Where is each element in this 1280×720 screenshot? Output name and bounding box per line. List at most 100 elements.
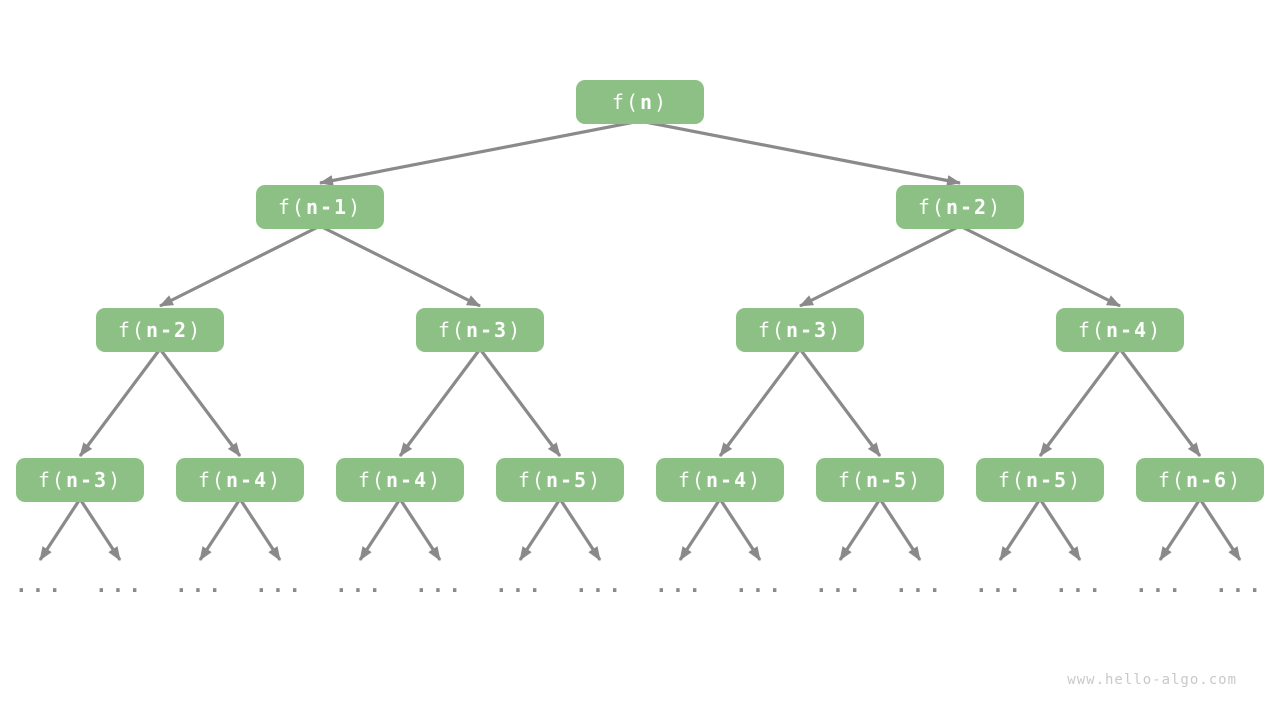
label-arg: n-3 — [65, 468, 109, 492]
label-post: ) — [988, 195, 1003, 219]
label-pre: f( — [517, 468, 546, 492]
edge-arrow — [478, 348, 562, 457]
ellipsis: ... — [975, 573, 1025, 597]
label-arg: n-3 — [465, 318, 509, 342]
label-pre: f( — [837, 468, 866, 492]
edge-arrow — [518, 498, 562, 561]
label-post: ) — [748, 468, 763, 492]
tree-node: f(n-6) — [1136, 458, 1264, 502]
ellipsis: ... — [95, 573, 145, 597]
edge-arrow — [798, 348, 882, 457]
label-post: ) — [108, 468, 123, 492]
label-post: ) — [828, 318, 843, 342]
label-pre: f( — [917, 195, 946, 219]
tree-node: f(n-5) — [496, 458, 624, 502]
label-arg: n-4 — [225, 468, 269, 492]
edge-arrow — [1038, 348, 1122, 457]
ellipsis: ... — [575, 573, 625, 597]
label-arg: n-3 — [785, 318, 829, 342]
tree-node: f(n) — [576, 80, 704, 124]
ellipsis: ... — [815, 573, 865, 597]
label-post: ) — [1228, 468, 1243, 492]
edge-arrow — [398, 498, 442, 561]
edge-arrow — [238, 498, 282, 561]
edge-arrow — [159, 224, 321, 308]
label-arg: n-4 — [385, 468, 429, 492]
label-post: ) — [188, 318, 203, 342]
label-pre: f( — [677, 468, 706, 492]
ellipsis: ... — [15, 573, 65, 597]
ellipsis: ... — [735, 573, 785, 597]
label-post: ) — [1068, 468, 1083, 492]
edge-arrow — [959, 224, 1121, 308]
edge-arrow — [998, 498, 1042, 561]
edge-arrow — [158, 348, 242, 457]
label-arg: n-2 — [945, 195, 989, 219]
edge-arrow — [38, 498, 82, 561]
edge-arrow — [1198, 498, 1242, 561]
tree-node: f(n-2) — [96, 308, 224, 352]
tree-node: f(n-5) — [976, 458, 1104, 502]
label-arg: n-5 — [865, 468, 909, 492]
label-arg: n-2 — [145, 318, 189, 342]
ellipsis: ... — [1135, 573, 1185, 597]
label-post: ) — [508, 318, 523, 342]
ellipsis: ... — [335, 573, 385, 597]
label-arg: n-5 — [545, 468, 589, 492]
label-pre: f( — [117, 318, 146, 342]
ellipsis: ... — [895, 573, 945, 597]
tree-node: f(n-3) — [736, 308, 864, 352]
edge-arrow — [78, 348, 162, 457]
label-pre: f( — [357, 468, 386, 492]
edge-arrow — [78, 498, 122, 561]
ellipsis: ... — [655, 573, 705, 597]
label-arg: n-4 — [1105, 318, 1149, 342]
edge-arrow — [1118, 348, 1202, 457]
edge-arrow — [319, 119, 641, 186]
label-post: ) — [1148, 318, 1163, 342]
label-post: ) — [348, 195, 363, 219]
label-post: ) — [588, 468, 603, 492]
edge-arrow — [1038, 498, 1082, 561]
edge-arrow — [838, 498, 882, 561]
ellipsis: ... — [1055, 573, 1105, 597]
edge-arrow — [878, 498, 922, 561]
edge-arrow — [718, 348, 802, 457]
label-arg: n-6 — [1185, 468, 1229, 492]
label-arg: n-4 — [705, 468, 749, 492]
label-arg: n-1 — [305, 195, 349, 219]
label-pre: f( — [997, 468, 1026, 492]
label-post: ) — [428, 468, 443, 492]
tree-node: f(n-4) — [656, 458, 784, 502]
label-pre: f( — [1077, 318, 1106, 342]
label-post: ) — [654, 90, 669, 114]
ellipsis: ... — [1215, 573, 1265, 597]
label-pre: f( — [197, 468, 226, 492]
watermark: www.hello-algo.com — [1067, 672, 1237, 688]
edge-arrow — [198, 498, 242, 561]
tree-node: f(n-4) — [336, 458, 464, 502]
tree-node: f(n-4) — [176, 458, 304, 502]
label-pre: f( — [37, 468, 66, 492]
edge-arrow — [678, 498, 722, 561]
tree-node: f(n-1) — [256, 185, 384, 229]
tree-node: f(n-4) — [1056, 308, 1184, 352]
edge-arrow — [1158, 498, 1202, 561]
edge-arrow — [319, 224, 481, 308]
edge-arrow — [718, 498, 762, 561]
tree-node: f(n-5) — [816, 458, 944, 502]
label-arg: n — [640, 90, 655, 114]
label-pre: f( — [277, 195, 306, 219]
edge-arrow — [398, 348, 482, 457]
label-pre: f( — [437, 318, 466, 342]
label-pre: f( — [757, 318, 786, 342]
edge-arrow — [558, 498, 602, 561]
edge-arrow — [799, 224, 961, 308]
tree-node: f(n-3) — [16, 458, 144, 502]
edge-arrow — [358, 498, 402, 561]
ellipsis: ... — [255, 573, 305, 597]
ellipsis: ... — [415, 573, 465, 597]
label-arg: n-5 — [1025, 468, 1069, 492]
